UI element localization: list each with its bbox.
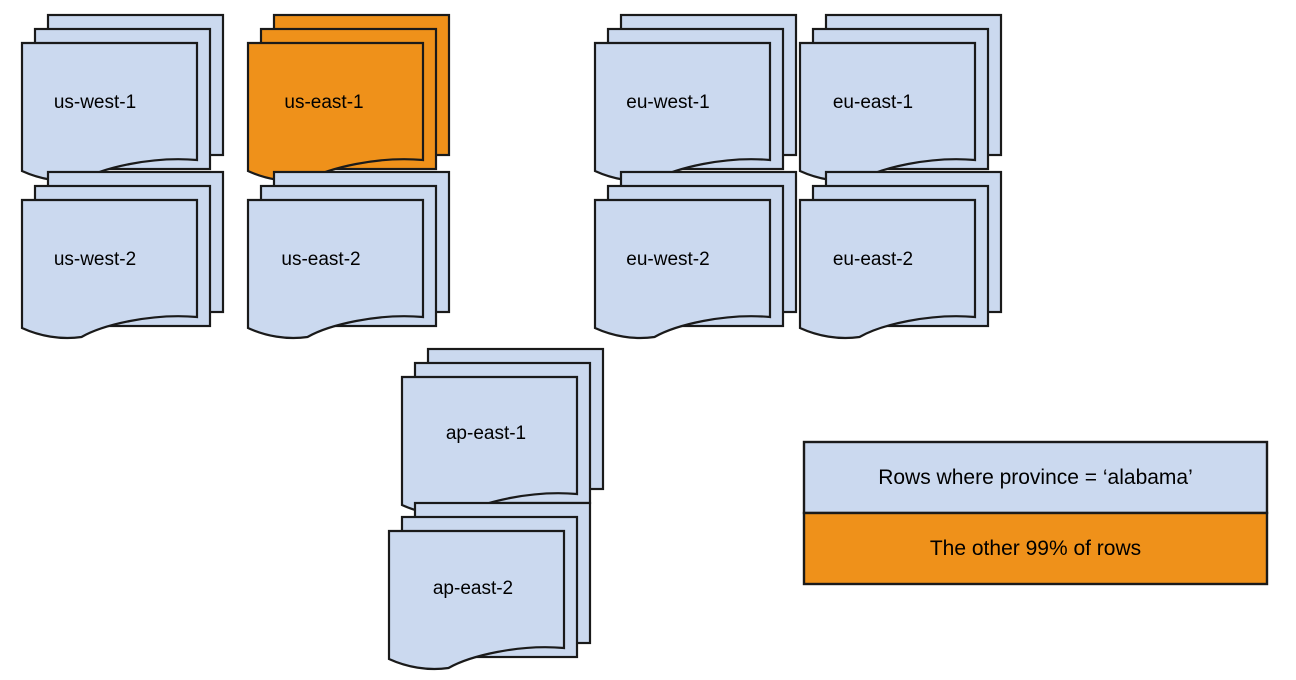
legend-swatch-alabama-rows xyxy=(802,440,1269,515)
stack-label-eu-east-1: eu-east-1 xyxy=(833,92,913,113)
legend-container: Rows where province = ‘alabama’ The other… xyxy=(802,440,1269,586)
data-stack-us-east-1[interactable]: us-east-1 xyxy=(246,13,451,183)
legend-label-alabama-rows: Rows where province = ‘alabama’ xyxy=(878,466,1193,489)
stack-front-sheet xyxy=(400,375,579,517)
stack-front-sheet xyxy=(20,198,199,340)
stack-group-container: us-west-1 us-east-1 eu-west-1 eu-east-1 us-w… xyxy=(20,13,1003,671)
stack-label-eu-east-2: eu-east-2 xyxy=(833,249,913,270)
stack-label-us-west-2: us-west-2 xyxy=(54,249,136,270)
data-stack-eu-east-2[interactable]: eu-east-2 xyxy=(798,170,1003,340)
stack-label-eu-west-2: eu-west-2 xyxy=(626,249,709,270)
stack-front-sheet xyxy=(387,529,566,671)
legend-swatch-other-rows xyxy=(802,511,1269,586)
stack-label-eu-west-1: eu-west-1 xyxy=(626,92,709,113)
data-stack-ap-east-1[interactable]: ap-east-1 xyxy=(400,347,605,517)
stack-front-sheet xyxy=(246,198,425,340)
stack-label-us-west-1: us-west-1 xyxy=(54,92,136,113)
stack-label-ap-east-2: ap-east-2 xyxy=(433,578,513,599)
data-stack-us-west-2[interactable]: us-west-2 xyxy=(20,170,225,340)
data-stack-eu-east-1[interactable]: eu-east-1 xyxy=(798,13,1003,183)
stack-label-us-east-1: us-east-1 xyxy=(284,92,363,113)
data-stack-us-east-2[interactable]: us-east-2 xyxy=(246,170,451,340)
stack-label-ap-east-1: ap-east-1 xyxy=(446,423,526,444)
legend-label-other-rows: The other 99% of rows xyxy=(930,537,1141,560)
data-stack-us-west-1[interactable]: us-west-1 xyxy=(20,13,225,183)
data-stack-ap-east-2[interactable]: ap-east-2 xyxy=(387,501,592,671)
stack-label-us-east-2: us-east-2 xyxy=(281,249,360,270)
legend-row-other-rows: The other 99% of rows xyxy=(802,511,1269,586)
stack-front-sheet xyxy=(798,198,977,340)
data-stack-eu-west-2[interactable]: eu-west-2 xyxy=(593,170,798,340)
stack-front-sheet xyxy=(593,198,772,340)
legend-row-alabama-rows: Rows where province = ‘alabama’ xyxy=(802,440,1269,515)
data-stack-eu-west-1[interactable]: eu-west-1 xyxy=(593,13,798,183)
